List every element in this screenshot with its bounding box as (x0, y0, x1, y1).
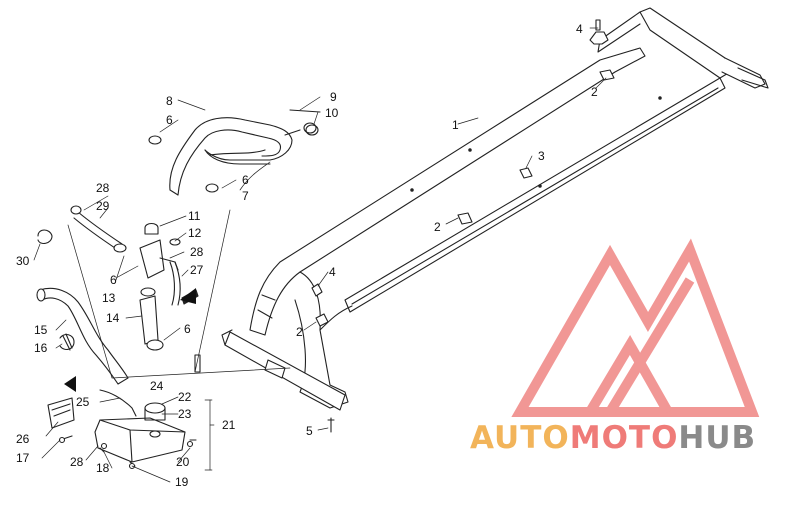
callout-24: 24 (150, 379, 164, 393)
callout-10: 10 (325, 106, 339, 120)
callout-12: 12 (188, 226, 202, 240)
callout-18: 18 (96, 461, 110, 475)
hose-clamps (148, 109, 321, 193)
callout-19: 19 (175, 475, 189, 489)
frame-rail (221, 7, 769, 411)
callout-28b: 28 (190, 245, 204, 259)
callout-16: 16 (34, 341, 48, 355)
callout-6c: 6 (184, 322, 191, 336)
leader-lines (33, 27, 607, 483)
callout-23: 23 (178, 407, 192, 421)
callout-27: 27 (190, 263, 204, 277)
callout-21: 21 (222, 418, 236, 432)
callout-6b: 6 (242, 173, 249, 187)
callout-6d: 6 (110, 273, 117, 287)
watermark-wordmark: AUTOMOTOHUB (470, 420, 756, 456)
callout-8: 8 (166, 94, 173, 108)
callout-30: 30 (16, 254, 30, 268)
reference-lines (67, 209, 291, 471)
callout-25: 25 (76, 395, 90, 409)
callout-3: 3 (538, 149, 545, 163)
frame-hardware (311, 19, 662, 433)
callout-2a: 2 (591, 85, 598, 99)
callout-7: 7 (242, 189, 249, 203)
callout-4a: 4 (576, 22, 583, 36)
callout-2b: 2 (434, 220, 441, 234)
callout-labels: 1 2 2 2 3 4 4 5 6 6 6 6 7 8 9 10 11 12 1… (16, 22, 598, 489)
callout-6a: 6 (166, 113, 173, 127)
callout-28a: 28 (96, 181, 110, 195)
callout-20: 20 (176, 455, 190, 469)
callout-1: 1 (452, 118, 459, 132)
callout-14: 14 (106, 311, 120, 325)
callout-26: 26 (16, 432, 30, 446)
callout-5: 5 (306, 424, 313, 438)
callout-13: 13 (102, 291, 116, 305)
watermark-auto: AUTO (470, 420, 570, 456)
callout-17: 17 (16, 451, 30, 465)
watermark-hub: HUB (678, 420, 757, 456)
callout-29: 29 (96, 199, 110, 213)
callout-15: 15 (34, 323, 48, 337)
coolant-reservoir (47, 389, 197, 470)
callout-28c: 28 (70, 455, 84, 469)
callout-11: 11 (188, 209, 201, 223)
upper-coolant-hose (169, 117, 293, 196)
callout-2c: 2 (296, 325, 303, 339)
watermark-logo-icon (511, 238, 760, 417)
arrow-marker (64, 376, 76, 392)
watermark-moto: MOTO (569, 420, 679, 456)
callout-22: 22 (178, 390, 192, 404)
lower-coolant-hose (36, 229, 129, 385)
callout-9: 9 (330, 90, 337, 104)
callout-4b: 4 (329, 265, 336, 279)
